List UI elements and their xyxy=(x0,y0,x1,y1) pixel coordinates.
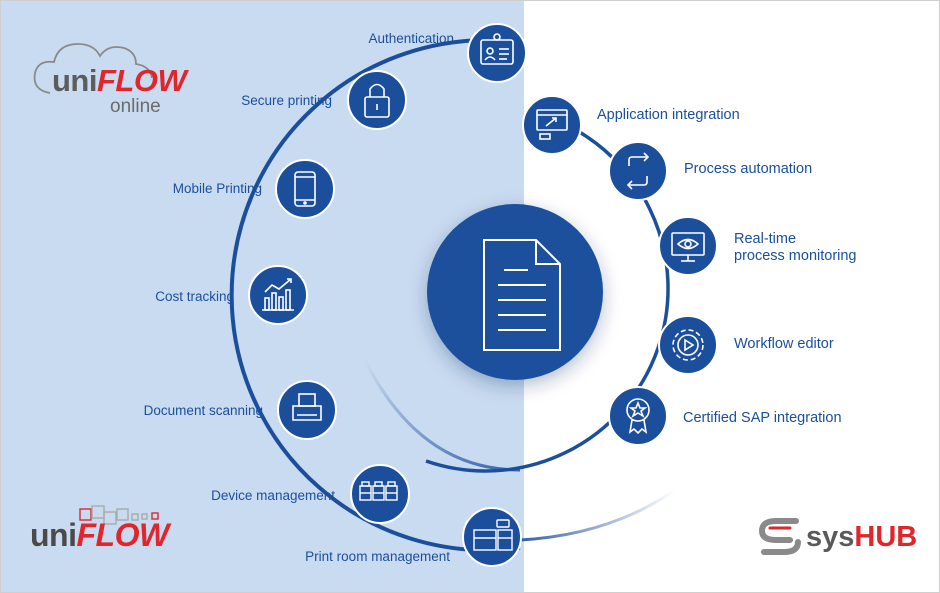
gear-play-icon xyxy=(658,315,718,375)
syshub-logo: sysHUB xyxy=(756,514,918,564)
syshub-wordmark: sysHUB xyxy=(806,521,918,553)
bar-chart-icon xyxy=(248,265,308,325)
label-device-management: Device management xyxy=(211,488,335,503)
label-cost-tracking: Cost tracking xyxy=(155,289,234,304)
uniflow-logo: uniFLOW xyxy=(30,503,190,563)
label-print-room-management: Print room management xyxy=(305,549,450,564)
label-mobile-printing: Mobile Printing xyxy=(172,181,262,196)
label-workflow-editor: Workflow editor xyxy=(734,336,834,352)
smartphone-icon xyxy=(275,159,335,219)
label-certified-sap-integration: Certified SAP integration xyxy=(683,410,842,426)
uniflow-online-logo: uniFLOW online xyxy=(30,30,190,125)
label-process-automation: Process automation xyxy=(684,161,813,177)
app-window-icon xyxy=(522,95,582,155)
padlock-icon xyxy=(347,70,407,130)
id-badge-icon xyxy=(467,23,527,83)
label-authentication: Authentication xyxy=(368,31,454,46)
fade-arc xyxy=(363,359,521,472)
uniflow-squares-icon xyxy=(79,505,159,525)
label-secure-printing: Secure printing xyxy=(241,93,332,108)
devices-icon xyxy=(350,464,410,524)
syshub-s-icon xyxy=(758,518,801,555)
uniflow-wordmark: uniFLOW xyxy=(30,517,169,553)
cycle-arrows-icon xyxy=(608,141,668,201)
uniflow-online-subtitle: online xyxy=(110,96,161,117)
uniflow-online-wordmark: uniFLOW xyxy=(52,63,187,98)
uniflow-online-cloud-icon xyxy=(33,43,153,94)
scanner-icon xyxy=(277,380,337,440)
document-icon xyxy=(483,239,561,351)
label-real-time: Real-time xyxy=(734,231,797,247)
print-room-icon xyxy=(462,507,522,567)
certificate-icon xyxy=(608,386,668,446)
label-application-integration: Application integration xyxy=(597,107,740,123)
label-process-monitoring: process monitoring xyxy=(734,248,857,264)
fade-arc-bottom xyxy=(519,488,676,542)
uniflow-ring xyxy=(229,38,521,553)
monitor-eye-icon xyxy=(658,216,718,276)
label-document-scanning: Document scanning xyxy=(143,403,263,418)
